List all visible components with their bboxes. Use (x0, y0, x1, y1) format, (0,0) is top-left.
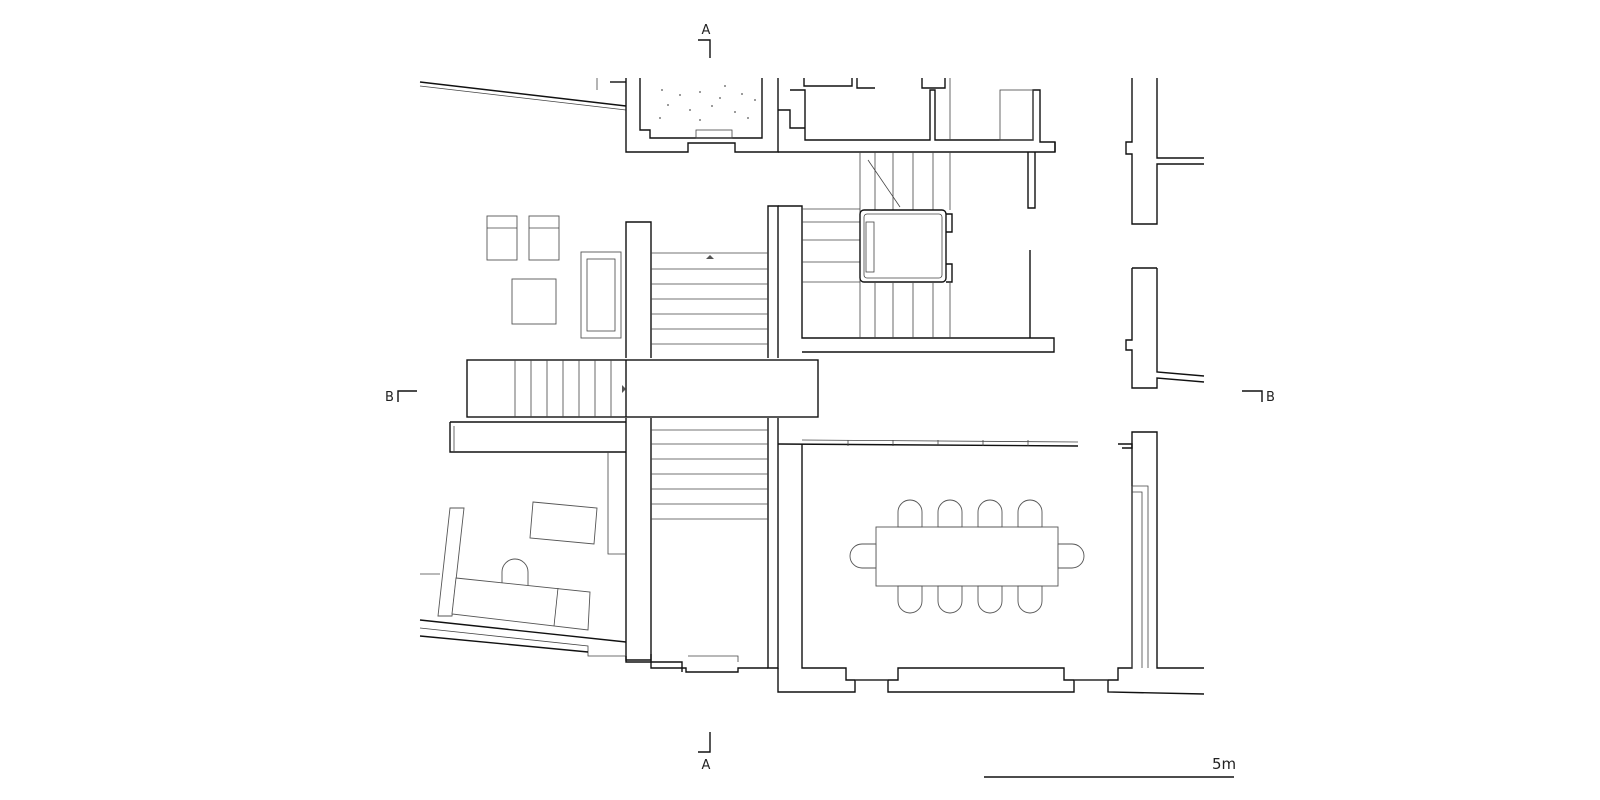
armchair-right (528, 215, 560, 261)
lift-shaft (859, 209, 953, 283)
dining-furniture (849, 499, 1085, 614)
shelf-unit (437, 507, 465, 617)
section-label-b-right: B (1266, 390, 1275, 405)
planter-gravel (659, 85, 756, 121)
chair-end-left (849, 543, 877, 569)
section-label-a-top: A (702, 23, 711, 38)
east-walls (1125, 78, 1205, 389)
bench (451, 577, 591, 631)
stair-direction-arrow-right (622, 385, 626, 393)
section-marker-b-left: B (385, 390, 417, 405)
chair-top-2 (937, 499, 963, 528)
dining-table (875, 526, 1059, 587)
north-courtyard (419, 78, 779, 153)
armchair-left (486, 215, 518, 261)
chair-bottom-4 (1017, 585, 1043, 614)
sofa (580, 251, 622, 339)
section-marker-a-top: A (698, 23, 711, 58)
chair-bottom-1 (897, 585, 923, 614)
central-staircase (625, 205, 779, 669)
coffee-table (511, 278, 557, 325)
chair-top-3 (977, 499, 1003, 528)
dining-room (777, 431, 1205, 695)
section-marker-a-bottom: A (698, 732, 711, 773)
section-marker-b-right: B (1242, 390, 1275, 405)
lounge-furniture (486, 215, 622, 339)
bridge-landing (466, 359, 819, 418)
stair-core (778, 152, 1055, 353)
scale-bar-label: 5m (1212, 755, 1236, 773)
chair-top-1 (897, 499, 923, 528)
north-rooms (778, 78, 1056, 209)
scale-bar: 5m (984, 755, 1236, 778)
stair-direction-arrow-up (706, 255, 714, 259)
chair-bottom-2 (937, 585, 963, 614)
desk-chair (501, 558, 529, 587)
chair-bottom-3 (977, 585, 1003, 614)
study-room (419, 421, 768, 673)
chair-top-4 (1017, 499, 1043, 528)
section-label-b-left: B (385, 390, 394, 405)
desk (529, 501, 598, 545)
chair-end-right (1057, 543, 1085, 569)
section-label-a-bottom: A (702, 758, 711, 773)
